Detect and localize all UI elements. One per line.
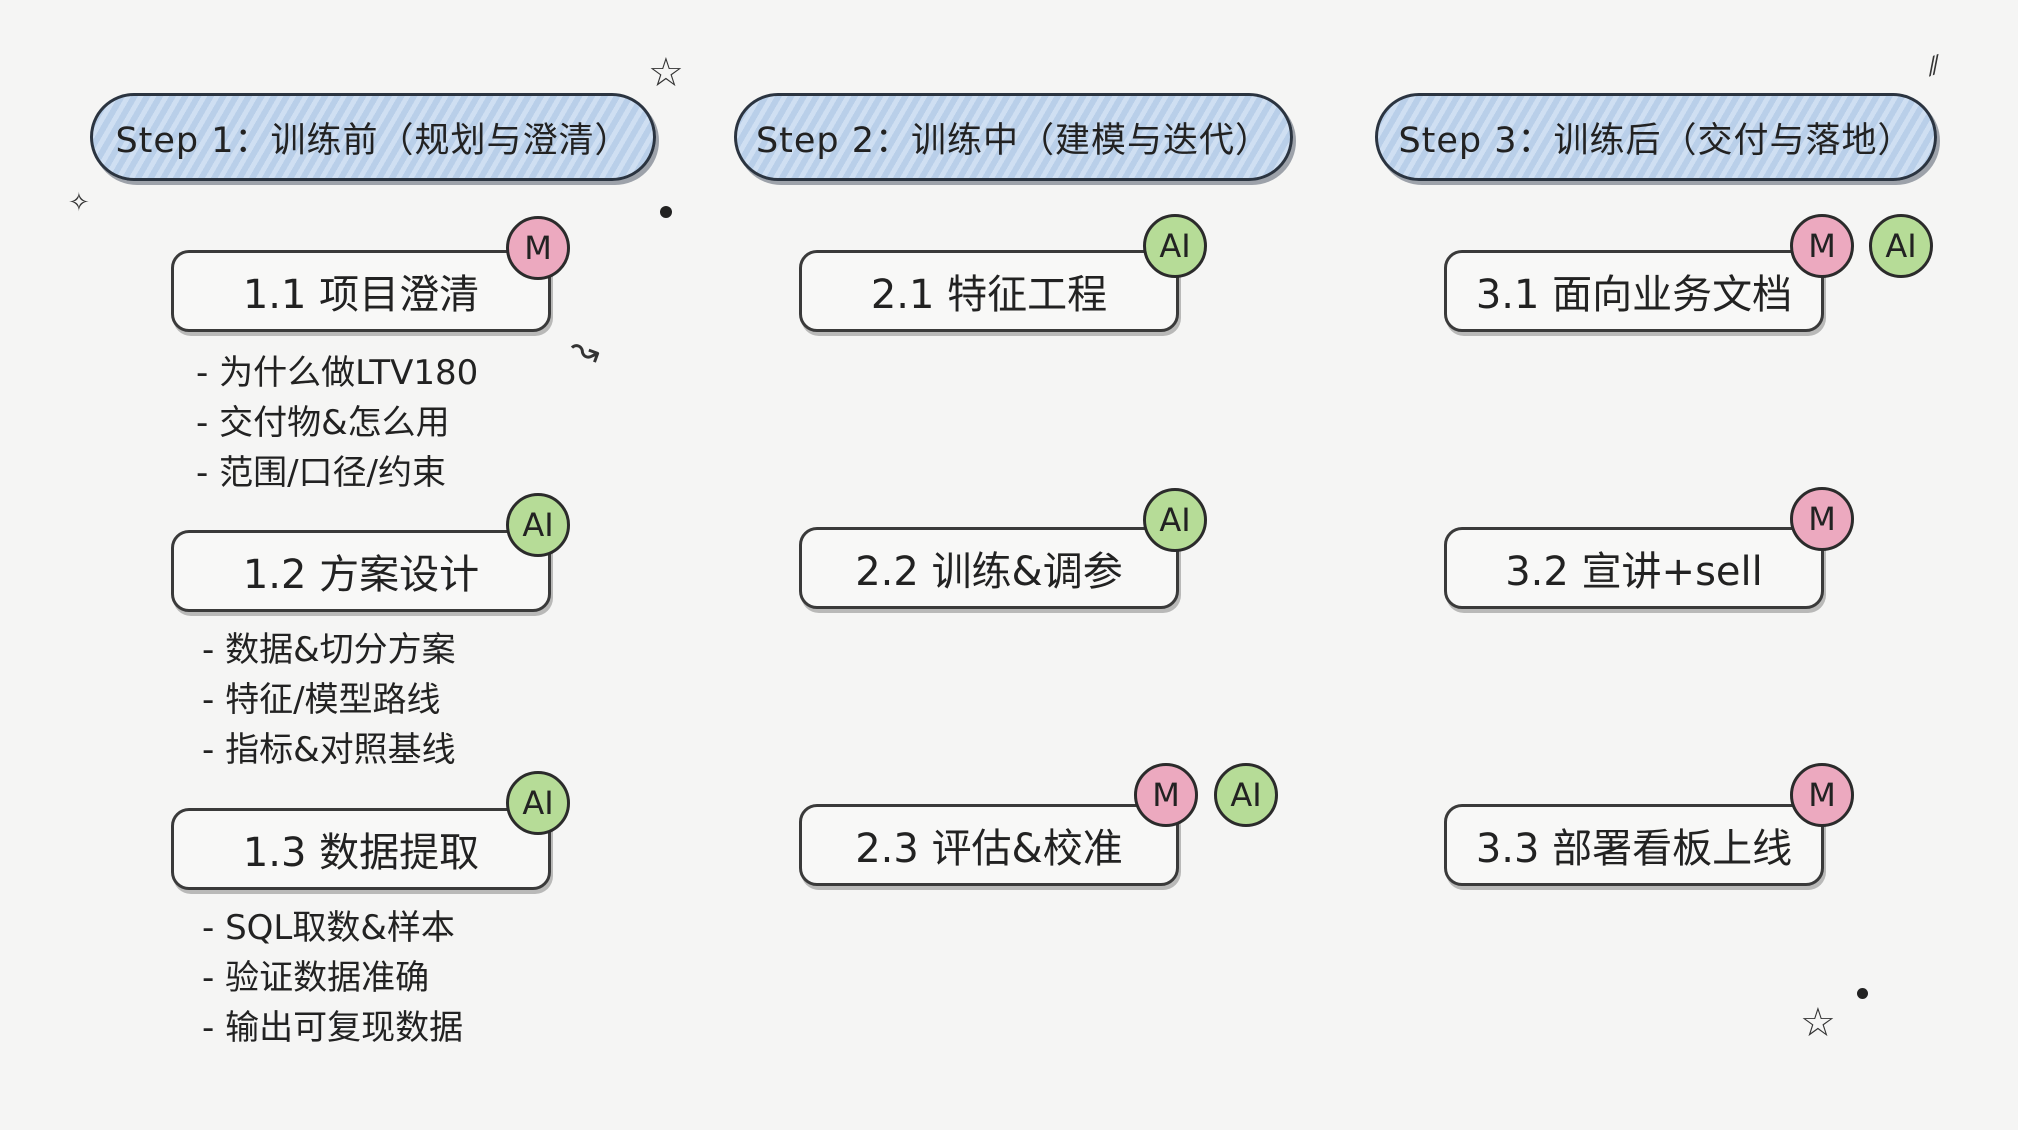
bullet: - 特征/模型路线 xyxy=(202,680,441,720)
squiggle-arrow-icon: ↝ xyxy=(563,326,607,375)
step-3-header: Step 3：训练后（交付与落地） xyxy=(1375,93,1937,181)
task-3-1: 3.1 面向业务文档 xyxy=(1444,250,1824,332)
bullet: - SQL取数&样本 xyxy=(202,908,455,948)
task-2-1: 2.1 特征工程 xyxy=(799,250,1179,332)
bullet: - 交付物&怎么用 xyxy=(196,403,450,443)
star-doodle-icon: ☆ xyxy=(1800,1000,1836,1046)
badge-m: M xyxy=(1134,763,1198,827)
badge-m: M xyxy=(506,216,570,280)
step-1-header: Step 1：训练前（规划与澄清） xyxy=(90,93,656,181)
task-1-3: 1.3 数据提取 xyxy=(171,808,551,890)
task-1-3-bullets: - SQL取数&样本 - 验证数据准确 - 输出可复现数据 xyxy=(202,903,463,1053)
task-2-3: 2.3 评估&校准 xyxy=(799,804,1179,886)
bullet: - 为什么做LTV180 xyxy=(196,353,479,393)
badge-m: M xyxy=(1790,214,1854,278)
bullet: - 范围/口径/约束 xyxy=(196,453,446,493)
bullet: - 验证数据准确 xyxy=(202,958,430,998)
step-2-header: Step 2：训练中（建模与迭代） xyxy=(734,93,1293,181)
star-doodle-icon: ☆ xyxy=(648,50,684,96)
badge-ai: AI xyxy=(506,771,570,835)
badge-ai: AI xyxy=(1214,763,1278,827)
task-2-2: 2.2 训练&调参 xyxy=(799,527,1179,609)
bullet: - 指标&对照基线 xyxy=(202,730,456,770)
badge-m: M xyxy=(1790,487,1854,551)
badge-ai: AI xyxy=(1143,488,1207,552)
task-3-2: 3.2 宣讲+sell xyxy=(1444,527,1824,609)
dot-doodle-icon xyxy=(660,206,672,218)
badge-ai: AI xyxy=(1143,214,1207,278)
task-3-3: 3.3 部署看板上线 xyxy=(1444,804,1824,886)
badge-ai: AI xyxy=(1869,214,1933,278)
accent-marks-icon: ⁄⁄ xyxy=(1925,51,1943,81)
bullet: - 输出可复现数据 xyxy=(202,1008,464,1048)
badge-ai: AI xyxy=(506,493,570,557)
sparkle-doodle-icon: ✧ xyxy=(68,188,90,218)
dot-doodle-icon xyxy=(1857,988,1868,999)
badge-m: M xyxy=(1790,763,1854,827)
task-1-2: 1.2 方案设计 xyxy=(171,530,551,612)
task-1-2-bullets: - 数据&切分方案 - 特征/模型路线 - 指标&对照基线 xyxy=(202,625,456,775)
task-1-1: 1.1 项目澄清 xyxy=(171,250,551,332)
task-1-1-bullets: - 为什么做LTV180 - 交付物&怎么用 - 范围/口径/约束 xyxy=(196,348,478,498)
bullet: - 数据&切分方案 xyxy=(202,630,456,670)
